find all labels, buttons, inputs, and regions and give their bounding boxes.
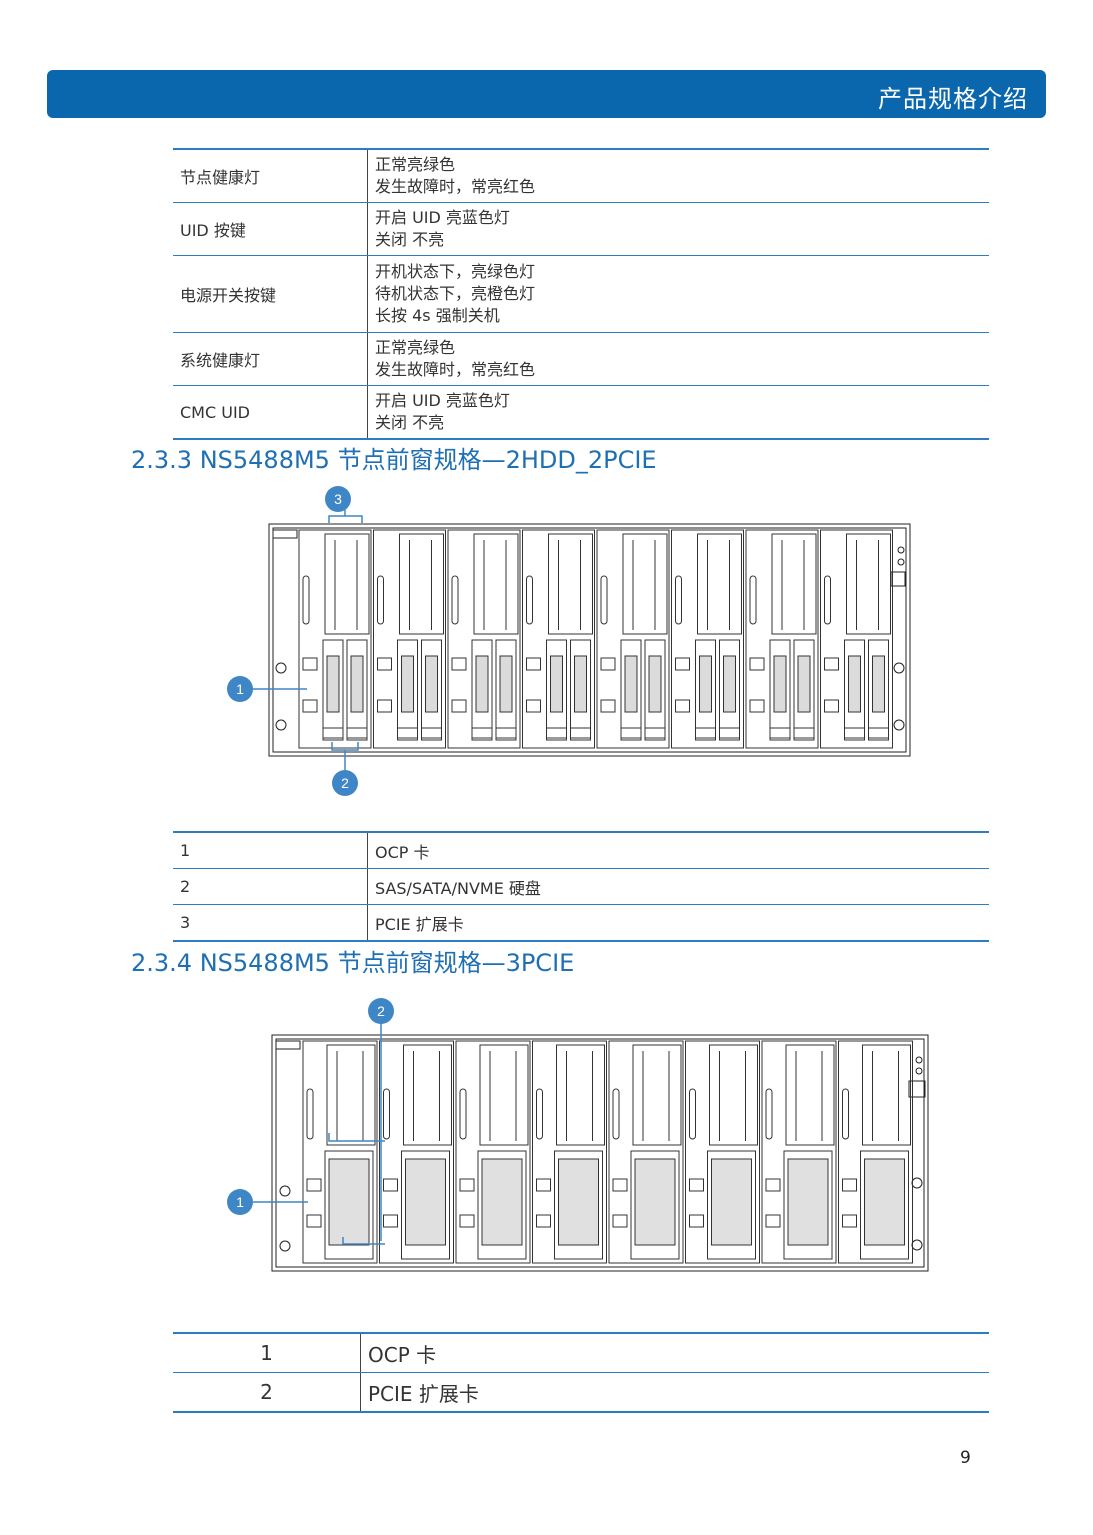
callout-1: 1 <box>227 1189 253 1215</box>
legend-number: 3 <box>173 904 368 942</box>
node-bay <box>447 529 521 749</box>
row-label: 系统健康灯 <box>173 332 368 386</box>
node-bay <box>745 529 819 749</box>
section-heading-3pcie: 2.3.4 NS5488M5 节点前窗规格—3PCIE <box>131 949 575 977</box>
server-front-panel-figure-3pcie: 1 2 <box>227 998 929 1272</box>
legend-number: 2 <box>173 868 368 905</box>
node-bay <box>671 529 744 749</box>
node-bay <box>532 1040 607 1264</box>
legend-number: 1 <box>173 1332 361 1373</box>
legend-label: PCIE 扩展卡 <box>367 904 989 942</box>
legend-table-2hdd-2pcie: 1 OCP 卡 2 SAS/SATA/NVME 硬盘 3 PCIE 扩展卡 <box>173 831 989 942</box>
legend-label: OCP 卡 <box>367 831 989 869</box>
node-bay <box>838 1040 913 1264</box>
node-bay <box>379 1040 454 1264</box>
legend-number: 1 <box>173 831 368 869</box>
callout-1: 1 <box>227 676 253 702</box>
row-label: UID 按键 <box>173 202 368 256</box>
row-description: 开启 UID 亮蓝色灯关闭 不亮 <box>367 385 989 440</box>
svg-text:2: 2 <box>341 775 349 791</box>
legend-label: OCP 卡 <box>360 1332 989 1373</box>
node-bay <box>596 529 670 749</box>
row-description: 开机状态下，亮绿色灯待机状态下，亮橙色灯长按 4s 强制关机 <box>367 255 989 333</box>
legend-number: 2 <box>173 1372 361 1413</box>
svg-text:2: 2 <box>377 1003 385 1019</box>
svg-text:1: 1 <box>236 1194 244 1210</box>
table-row: 系统健康灯 正常亮绿色发生故障时，常亮红色 <box>173 332 989 386</box>
page-number: 9 <box>960 1448 971 1468</box>
server-front-panel-figure-2hdd-2pcie: 1 2 3 <box>227 486 911 796</box>
node-bay <box>522 529 595 749</box>
header-banner: 产品规格介绍 <box>47 70 1046 118</box>
svg-text:3: 3 <box>334 491 342 507</box>
table-row: 节点健康灯 正常亮绿色发生故障时，常亮红色 <box>173 148 989 203</box>
table-row: 2 SAS/SATA/NVME 硬盘 <box>173 868 989 905</box>
legend-label: PCIE 扩展卡 <box>360 1372 989 1413</box>
table-row: 3 PCIE 扩展卡 <box>173 904 989 942</box>
node-bay <box>373 529 446 749</box>
row-label: CMC UID <box>173 385 368 440</box>
node-bay <box>761 1040 837 1264</box>
page-section-title: 产品规格介绍 <box>878 85 1028 113</box>
node-bay <box>298 529 372 749</box>
callout-2: 2 <box>332 770 358 796</box>
row-description: 开启 UID 亮蓝色灯关闭 不亮 <box>367 202 989 256</box>
node-bay <box>820 529 893 749</box>
row-description: 正常亮绿色发生故障时，常亮红色 <box>367 332 989 386</box>
table-row: 电源开关按键 开机状态下，亮绿色灯待机状态下，亮橙色灯长按 4s 强制关机 <box>173 255 989 333</box>
callout-2: 2 <box>368 998 394 1024</box>
legend-table-3pcie: 1 OCP 卡 2 PCIE 扩展卡 <box>173 1332 989 1413</box>
table-row: 1 OCP 卡 <box>173 831 989 869</box>
legend-label: SAS/SATA/NVME 硬盘 <box>367 868 989 905</box>
node-bay <box>685 1040 760 1264</box>
node-bay <box>455 1040 531 1264</box>
row-label: 电源开关按键 <box>173 255 368 333</box>
svg-text:1: 1 <box>236 681 244 697</box>
indicator-table: 节点健康灯 正常亮绿色发生故障时，常亮红色 UID 按键 开启 UID 亮蓝色灯… <box>173 148 989 440</box>
row-description: 正常亮绿色发生故障时，常亮红色 <box>367 148 989 203</box>
callout-3: 3 <box>325 486 351 512</box>
table-row: 1 OCP 卡 <box>173 1332 989 1373</box>
node-bay <box>608 1040 684 1264</box>
table-row: UID 按键 开启 UID 亮蓝色灯关闭 不亮 <box>173 202 989 256</box>
node-bay <box>302 1040 378 1264</box>
table-row: 2 PCIE 扩展卡 <box>173 1372 989 1413</box>
row-label: 节点健康灯 <box>173 148 368 203</box>
table-row: CMC UID 开启 UID 亮蓝色灯关闭 不亮 <box>173 385 989 440</box>
section-heading-2hdd-2pcie: 2.3.3 NS5488M5 节点前窗规格—2HDD_2PCIE <box>131 446 657 474</box>
